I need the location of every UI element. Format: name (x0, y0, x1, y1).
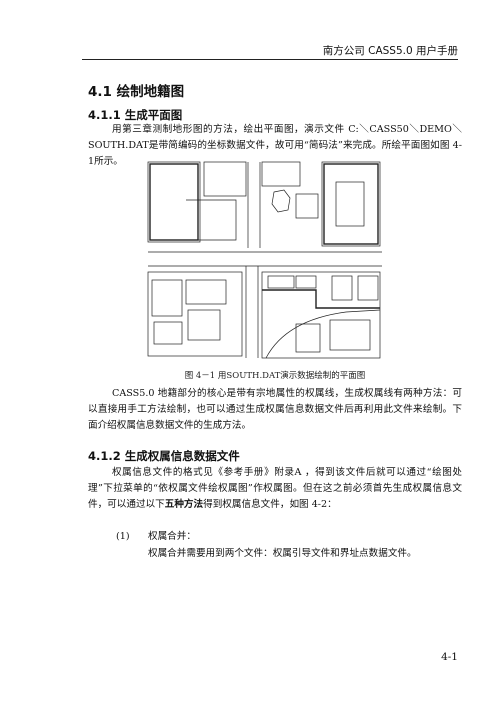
parcel (261, 161, 301, 187)
building-outline (153, 321, 183, 345)
building-outline (187, 309, 221, 341)
parcel (147, 271, 243, 357)
parcel (147, 161, 201, 243)
parcel (295, 193, 319, 219)
paragraph-3-bold: 五种方法 (164, 499, 204, 510)
page-header: 南方公司 CASS5.0 用户手册 (82, 43, 458, 60)
parcel (262, 289, 380, 309)
road-edge (265, 309, 381, 359)
parcel (149, 163, 199, 241)
section-title: 4.1 绘制地籍图 (88, 84, 185, 100)
paragraph-3-text-a: 权属信息文件的格式见《参考手册》附录A ，得到该文件后就可以通过“绘图处理”下拉… (88, 467, 462, 510)
building-outline (271, 189, 291, 213)
list-item-number: (1) (116, 531, 130, 542)
building-outline (357, 275, 379, 301)
building-outline (331, 275, 353, 301)
building-outline (186, 199, 237, 241)
paragraph-3: 权属信息文件的格式见《参考手册》附录A ，得到该文件后就可以通过“绘图处理”下拉… (88, 465, 462, 513)
building-outline (151, 279, 183, 317)
building-outline (185, 279, 227, 305)
parcel (323, 163, 379, 245)
building-outline (329, 319, 371, 351)
plan-figure (147, 161, 382, 359)
paragraph-3-text-b: 得到权属信息文件，如图 4-2： (203, 499, 337, 510)
building-outline (335, 181, 365, 227)
paragraph-1: 用第三章测制地形图的方法，绘出平面图，演示文件 C:＼CASS50＼DEMO＼S… (88, 124, 462, 167)
parcel (203, 161, 247, 197)
parcel (321, 161, 381, 247)
subsection-title-2: 4.1.2 生成权属信息数据文件 (88, 449, 240, 463)
parcel (261, 271, 381, 359)
building-outline (295, 275, 317, 289)
page-number: 4-1 (441, 651, 458, 663)
list-item-text: 权属合并需要用到两个文件：权属引导文件和界址点数据文件。 (148, 548, 417, 559)
list-item: (1) 权属合并： (116, 528, 196, 542)
building-outline (295, 323, 321, 353)
paragraph-2: CASS5.0 地籍部分的核心是带有宗地属性的权属线，生成权属线有两种方法：可以… (88, 388, 462, 431)
list-item-label: 权属合并： (148, 531, 196, 542)
building-outline (267, 275, 295, 289)
figure-caption: 图 4－1 用SOUTH.DAT演示数据绘制的平面图 (184, 371, 366, 381)
header-title: 南方公司 CASS5.0 用户手册 (322, 45, 458, 57)
subsection-title-1: 4.1.1 生成平面图 (88, 108, 183, 122)
